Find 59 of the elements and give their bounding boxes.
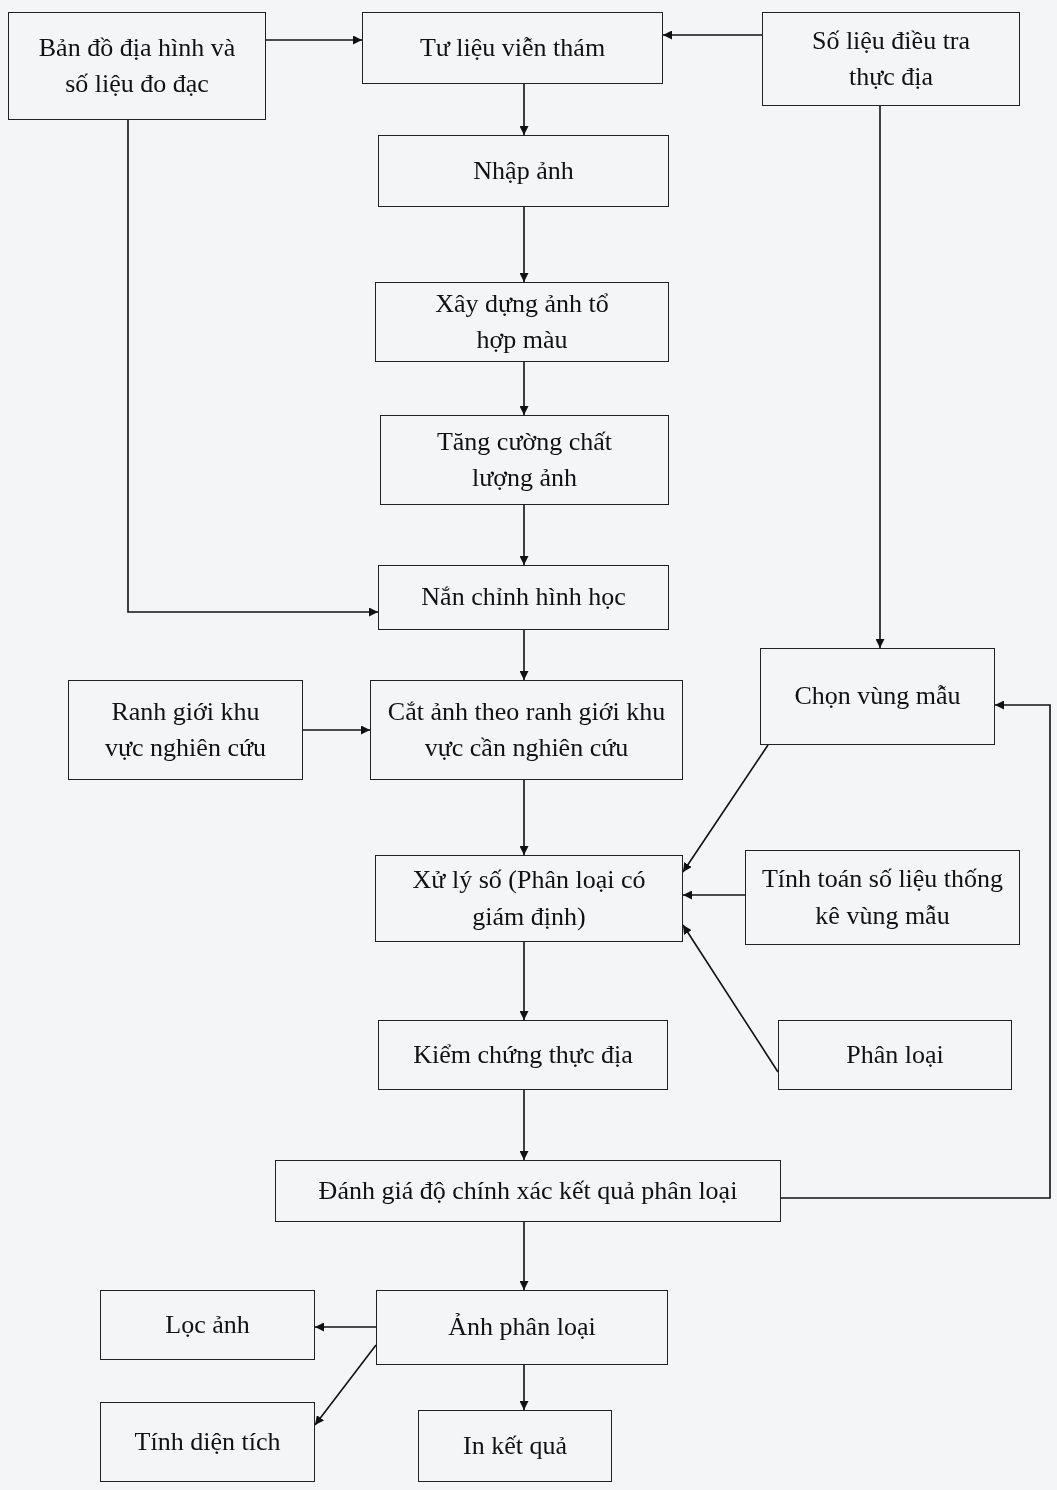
arrow [875,105,885,649]
box-label: Số liệu điều tra thực địa [810,24,972,93]
box-label: Tính diện tích [134,1425,281,1458]
arrow [519,941,529,1021]
box-label: Nắn chỉnh hình học [421,581,626,614]
process-box [362,12,663,84]
box-label: Chọn vùng mẫu [794,680,961,713]
box-label: Bản đồ địa hình và số liệu đo đạc [37,31,237,100]
arrow [662,30,763,40]
box-label: Xây dựng ảnh tổ hợp màu [434,287,610,356]
arrow [519,83,529,136]
process-box [275,1160,781,1222]
box-label: Đánh giá độ chính xác kết quả phân loại [318,1174,738,1207]
arrow [519,779,529,856]
process-box [380,415,669,505]
process-box [762,12,1020,106]
process-box [418,1410,612,1482]
arrow [682,924,779,1073]
arrow [519,1221,529,1291]
arrow [314,1344,377,1426]
process-box [378,135,669,207]
arrow [519,206,529,283]
process-box [760,648,995,745]
process-box [376,1290,668,1365]
arrow [682,890,746,900]
arrow [519,1364,529,1411]
arrow [127,119,379,617]
process-box [745,850,1020,945]
arrow [519,361,529,416]
arrow [302,725,371,735]
arrow [314,1322,377,1332]
arrow [265,35,363,45]
box-label: Xử lý số (Phân loại có giám định) [411,864,647,933]
process-box [8,12,266,120]
arrow [682,744,769,873]
box-label: Nhập ảnh [473,154,574,187]
process-box [100,1290,315,1360]
process-box [378,565,669,630]
process-box [370,680,683,780]
process-box [378,1020,668,1090]
box-label: In kết quả [463,1429,567,1462]
arrow [780,700,1051,1199]
box-label: Tăng cường chất lượng ảnh [435,425,614,494]
process-box [100,1402,315,1482]
process-box [375,282,669,362]
box-label: Ảnh phân loại [448,1311,596,1344]
process-box [375,855,683,942]
arrow [519,504,529,566]
box-label: Phân loại [846,1038,944,1071]
box-label: Kiểm chứng thực địa [413,1038,633,1071]
box-label: Tính toán số liệu thống kê vùng mẫu [760,863,1005,932]
arrow [519,1089,529,1161]
process-box [68,680,303,780]
box-label: Lọc ảnh [165,1308,250,1341]
box-label: Ranh giới khu vực nghiên cứu [104,695,267,764]
process-box [778,1020,1012,1090]
box-label: Tư liệu viễn thám [419,31,606,64]
arrow [519,629,529,681]
box-label: Cắt ảnh theo ranh giới khu vực cần nghiên cứu [386,695,667,764]
